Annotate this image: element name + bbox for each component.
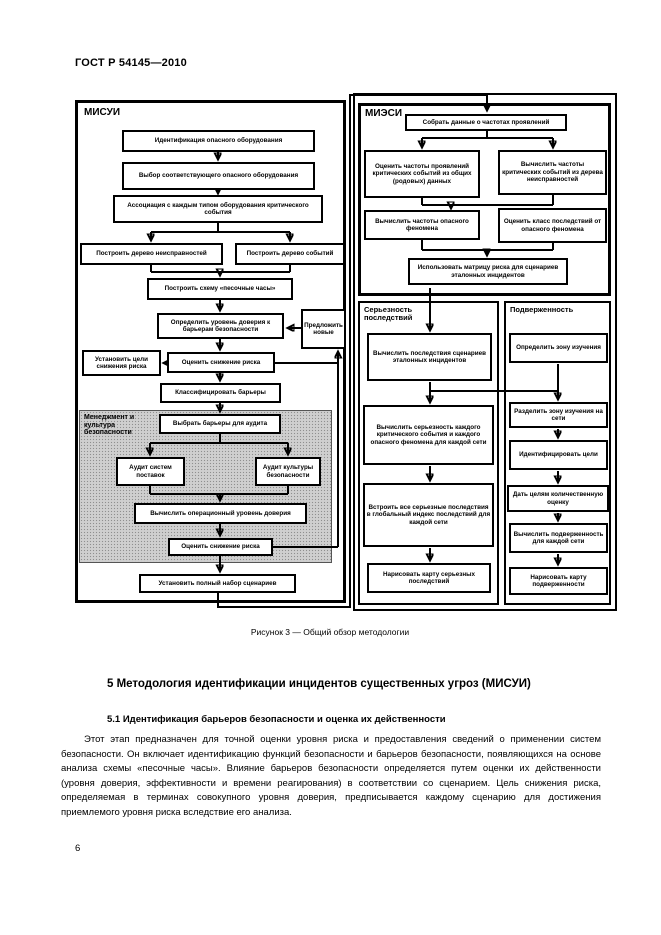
box-audit-safety-culture: Аудит культуры безопасности	[255, 457, 321, 486]
document-header: ГОСТ Р 54145—2010	[75, 57, 187, 69]
box-compute-frequencies-fault-tree: Вычислить частоты критических событий из…	[498, 150, 607, 195]
figure-caption: Рисунок 3 — Общий обзор методологии	[250, 627, 410, 637]
panel-severity	[358, 301, 499, 605]
box-compute-operational-confidence: Вычислить операционный уровень доверия	[134, 503, 307, 524]
box-classify-barriers: Классифицировать барьеры	[160, 383, 281, 403]
box-use-risk-matrix: Использовать матрицу риска для сценариев…	[408, 258, 568, 285]
body-paragraph: Этот этап предназначен для точной оценки…	[61, 734, 601, 818]
page-number: 6	[75, 843, 81, 854]
box-assess-risk-reduction-2: Оценить снижение риска	[168, 538, 273, 556]
box-select-barriers-for-audit: Выбрать барьеры для аудита	[159, 414, 281, 434]
box-draw-severity-map: Нарисовать карту серьезных последствий	[367, 563, 491, 593]
box-assess-consequence-class: Оценить класс последствий от опасного фе…	[498, 208, 607, 243]
box-divide-zone-into-grids: Разделить зону изучения на сети	[509, 402, 608, 428]
box-estimate-critical-event-frequencies: Оценить частоты проявлений критических с…	[364, 150, 480, 198]
subsection-heading: 5.1 Идентификация барьеров безопасности …	[107, 714, 446, 725]
label-exposure: Подверженность	[510, 305, 574, 314]
label-misui: МИСУИ	[84, 107, 121, 118]
box-identify-hazardous-equipment: Идентификация опасного оборудования	[122, 130, 315, 152]
box-quantify-targets: Дать целям количественную оценку	[507, 485, 609, 512]
box-set-risk-reduction-goals: Установить цели снижения риска	[82, 350, 161, 376]
box-establish-scenario-set: Установить полный набор сценариев	[139, 574, 296, 593]
box-audit-delivery-systems: Аудит систем поставок	[116, 457, 185, 486]
box-build-event-tree: Построить дерево событий	[235, 243, 345, 265]
box-build-fault-tree: Построить дерево неисправностей	[80, 243, 223, 265]
box-propose-new-barriers: Предложить новые	[301, 309, 346, 349]
panel-exposure	[504, 301, 611, 605]
box-compute-phenomenon-frequencies: Вычислить частоты опасного феномена	[364, 210, 480, 240]
flow-connectors	[0, 94, 661, 608]
section-heading: 5 Методология идентификации инцидентов с…	[107, 678, 531, 690]
box-build-bowtie-diagram: Построить схему «песочные часы»	[147, 278, 293, 300]
box-define-study-zone: Определить зону изучения	[509, 333, 608, 363]
label-miesi: МИЭСИ	[365, 108, 403, 119]
box-assess-risk-reduction: Оценить снижение риска	[167, 352, 275, 373]
box-compute-vulnerability: Вычислить подверженность для каждой сети	[509, 523, 608, 553]
box-compute-scenario-consequences: Вычислить последствия сценариев эталонны…	[367, 333, 492, 381]
box-select-relevant-equipment: Выбор соответствующего опасного оборудов…	[122, 162, 315, 190]
box-compute-severity: Вычислить серьезность каждого критическо…	[363, 405, 494, 465]
box-draw-vulnerability-map: Нарисовать карту подверженности	[509, 567, 608, 595]
figure-3-diagram: МИСУИ МИЭСИ Серьезность последствий Подв…	[0, 93, 661, 611]
label-management-culture: Менеджмент и культура безопасности	[84, 414, 135, 437]
panel-misui	[75, 100, 346, 603]
box-aggregate-severity-index: Встроить все серьезные последствия в гло…	[363, 483, 494, 547]
box-define-confidence-level: Определить уровень доверия к барьерам бе…	[157, 313, 284, 339]
box-collect-frequency-data: Собрать данные о частотах проявлений	[405, 114, 567, 131]
label-severity: Серьезность последствий	[364, 305, 413, 323]
box-associate-critical-event: Ассоциация с каждым типом оборудования к…	[113, 195, 323, 223]
management-culture-region	[79, 410, 332, 563]
box-identify-targets: Идентифицировать цели	[509, 440, 608, 470]
